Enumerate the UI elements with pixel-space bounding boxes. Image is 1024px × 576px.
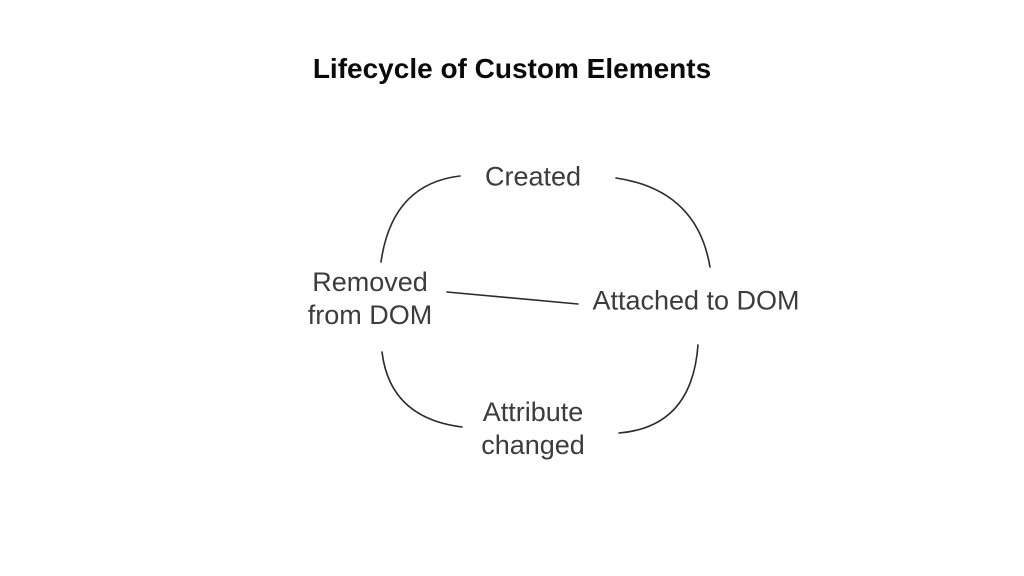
edge-removed-to-attached-line bbox=[446, 291, 579, 305]
node-attached-to-dom: Attached to DOM bbox=[592, 285, 799, 318]
node-created-label: Created bbox=[484, 161, 582, 192]
node-attribute-changed-label-line1: Attribute bbox=[482, 397, 584, 427]
node-attribute-changed: Attribute changed bbox=[481, 396, 585, 462]
edge-created-to-attached-arc bbox=[615, 177, 711, 268]
edge-attribute-changed-to-removed-arc bbox=[381, 351, 463, 428]
node-removed-from-dom-label-line2: from DOM bbox=[307, 300, 433, 330]
edge-attached-to-attribute-changed-arc bbox=[618, 344, 699, 434]
page-title: Lifecycle of Custom Elements bbox=[312, 53, 712, 84]
node-attribute-changed-label-line2: changed bbox=[481, 430, 585, 460]
edge-removed-to-created-arc bbox=[380, 175, 461, 263]
node-removed-from-dom-label-line1: Removed bbox=[312, 267, 428, 297]
node-removed-from-dom: Removed from DOM bbox=[308, 266, 433, 332]
node-attached-to-dom-label: Attached to DOM bbox=[592, 285, 800, 316]
node-created: Created bbox=[485, 161, 581, 194]
